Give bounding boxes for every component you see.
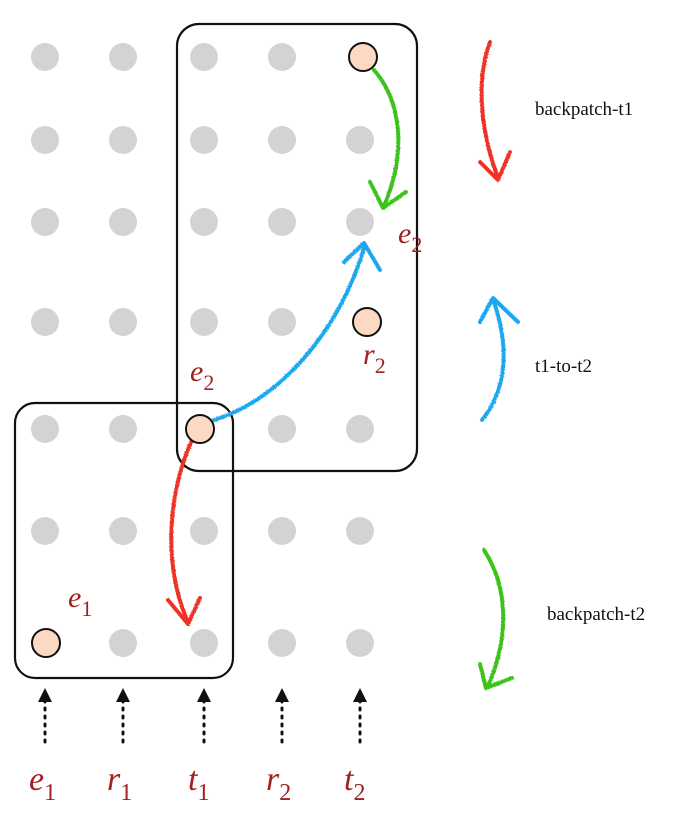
label-e2-left: e2	[190, 355, 214, 395]
grid-dot	[109, 43, 137, 71]
grid-dot	[31, 43, 59, 71]
column-pointers	[38, 688, 367, 750]
label-e1: e1	[68, 581, 92, 621]
legend-backpatch-t1: backpatch-t1	[535, 99, 633, 120]
column-labels: e1 r1 t1 r2 t2	[29, 761, 365, 806]
grid-dot	[190, 43, 218, 71]
node-e2-bottom	[185, 414, 215, 444]
grid-dot	[31, 208, 59, 236]
backpatch-t2-arrow	[169, 428, 199, 624]
backpatch-t1-arrow	[372, 68, 401, 208]
dotted-up-arrow-icon	[275, 688, 289, 750]
legend-backpatch-t2: backpatch-t2	[547, 604, 645, 625]
legend-green-arrowhead	[478, 662, 514, 690]
grid-dot	[109, 629, 137, 657]
grid-dot	[346, 415, 374, 443]
label-r2: r2	[363, 338, 386, 378]
grid-dot	[268, 43, 296, 71]
grid-dot	[268, 208, 296, 236]
grid-dot	[268, 629, 296, 657]
grid-dot	[268, 517, 296, 545]
dotted-up-arrow-icon	[116, 688, 130, 750]
grid-dot	[190, 208, 218, 236]
grid-dot	[31, 517, 59, 545]
grid-dot	[268, 126, 296, 154]
t1-to-t2-arrowhead	[342, 241, 382, 272]
column-label-t2: t2	[344, 761, 365, 806]
dotted-up-arrow-icon	[353, 688, 367, 750]
legend-red-arrowhead	[478, 150, 512, 182]
window-box-t2	[175, 22, 419, 473]
grid-dot	[109, 517, 137, 545]
legend-red-arrow	[479, 40, 500, 180]
window-box-t1	[13, 401, 235, 680]
grid-dot	[346, 208, 374, 236]
backpatch-t2-arrowhead	[166, 596, 202, 626]
node-e1	[31, 628, 61, 658]
grid-dot	[268, 308, 296, 336]
column-label-e1: e1	[29, 761, 56, 806]
column-label-r1: r1	[107, 761, 132, 806]
grid-dot	[109, 415, 137, 443]
grid-dot	[31, 415, 59, 443]
node-r2	[352, 307, 382, 337]
grid-dot	[109, 126, 137, 154]
node-e2-top	[348, 42, 378, 72]
grid-dot	[31, 126, 59, 154]
grid-dot	[190, 126, 218, 154]
grid-dots	[31, 43, 374, 657]
column-label-r2: r2	[266, 761, 291, 806]
dotted-up-arrow-icon	[38, 688, 52, 750]
grid-dot	[109, 308, 137, 336]
grid-dot	[31, 308, 59, 336]
label-e2-right: e2	[398, 217, 422, 257]
grid-dot	[346, 126, 374, 154]
legend-blue-arrow	[480, 300, 506, 422]
backpatch-t1-arrowhead	[368, 180, 408, 210]
legend-t1-to-t2: t1-to-t2	[535, 356, 592, 377]
t1-to-t2-arrow	[212, 246, 366, 422]
grid-dot	[190, 629, 218, 657]
dotted-up-arrow-icon	[197, 688, 211, 750]
grid-dot	[190, 517, 218, 545]
grid-dot	[268, 415, 296, 443]
grid-dot	[109, 208, 137, 236]
grid-dot	[190, 308, 218, 336]
grid-dot	[346, 629, 374, 657]
legend-green-arrow	[482, 548, 506, 688]
legend-blue-arrowhead	[478, 296, 520, 324]
column-label-t1: t1	[188, 761, 209, 806]
grid-dot	[346, 517, 374, 545]
